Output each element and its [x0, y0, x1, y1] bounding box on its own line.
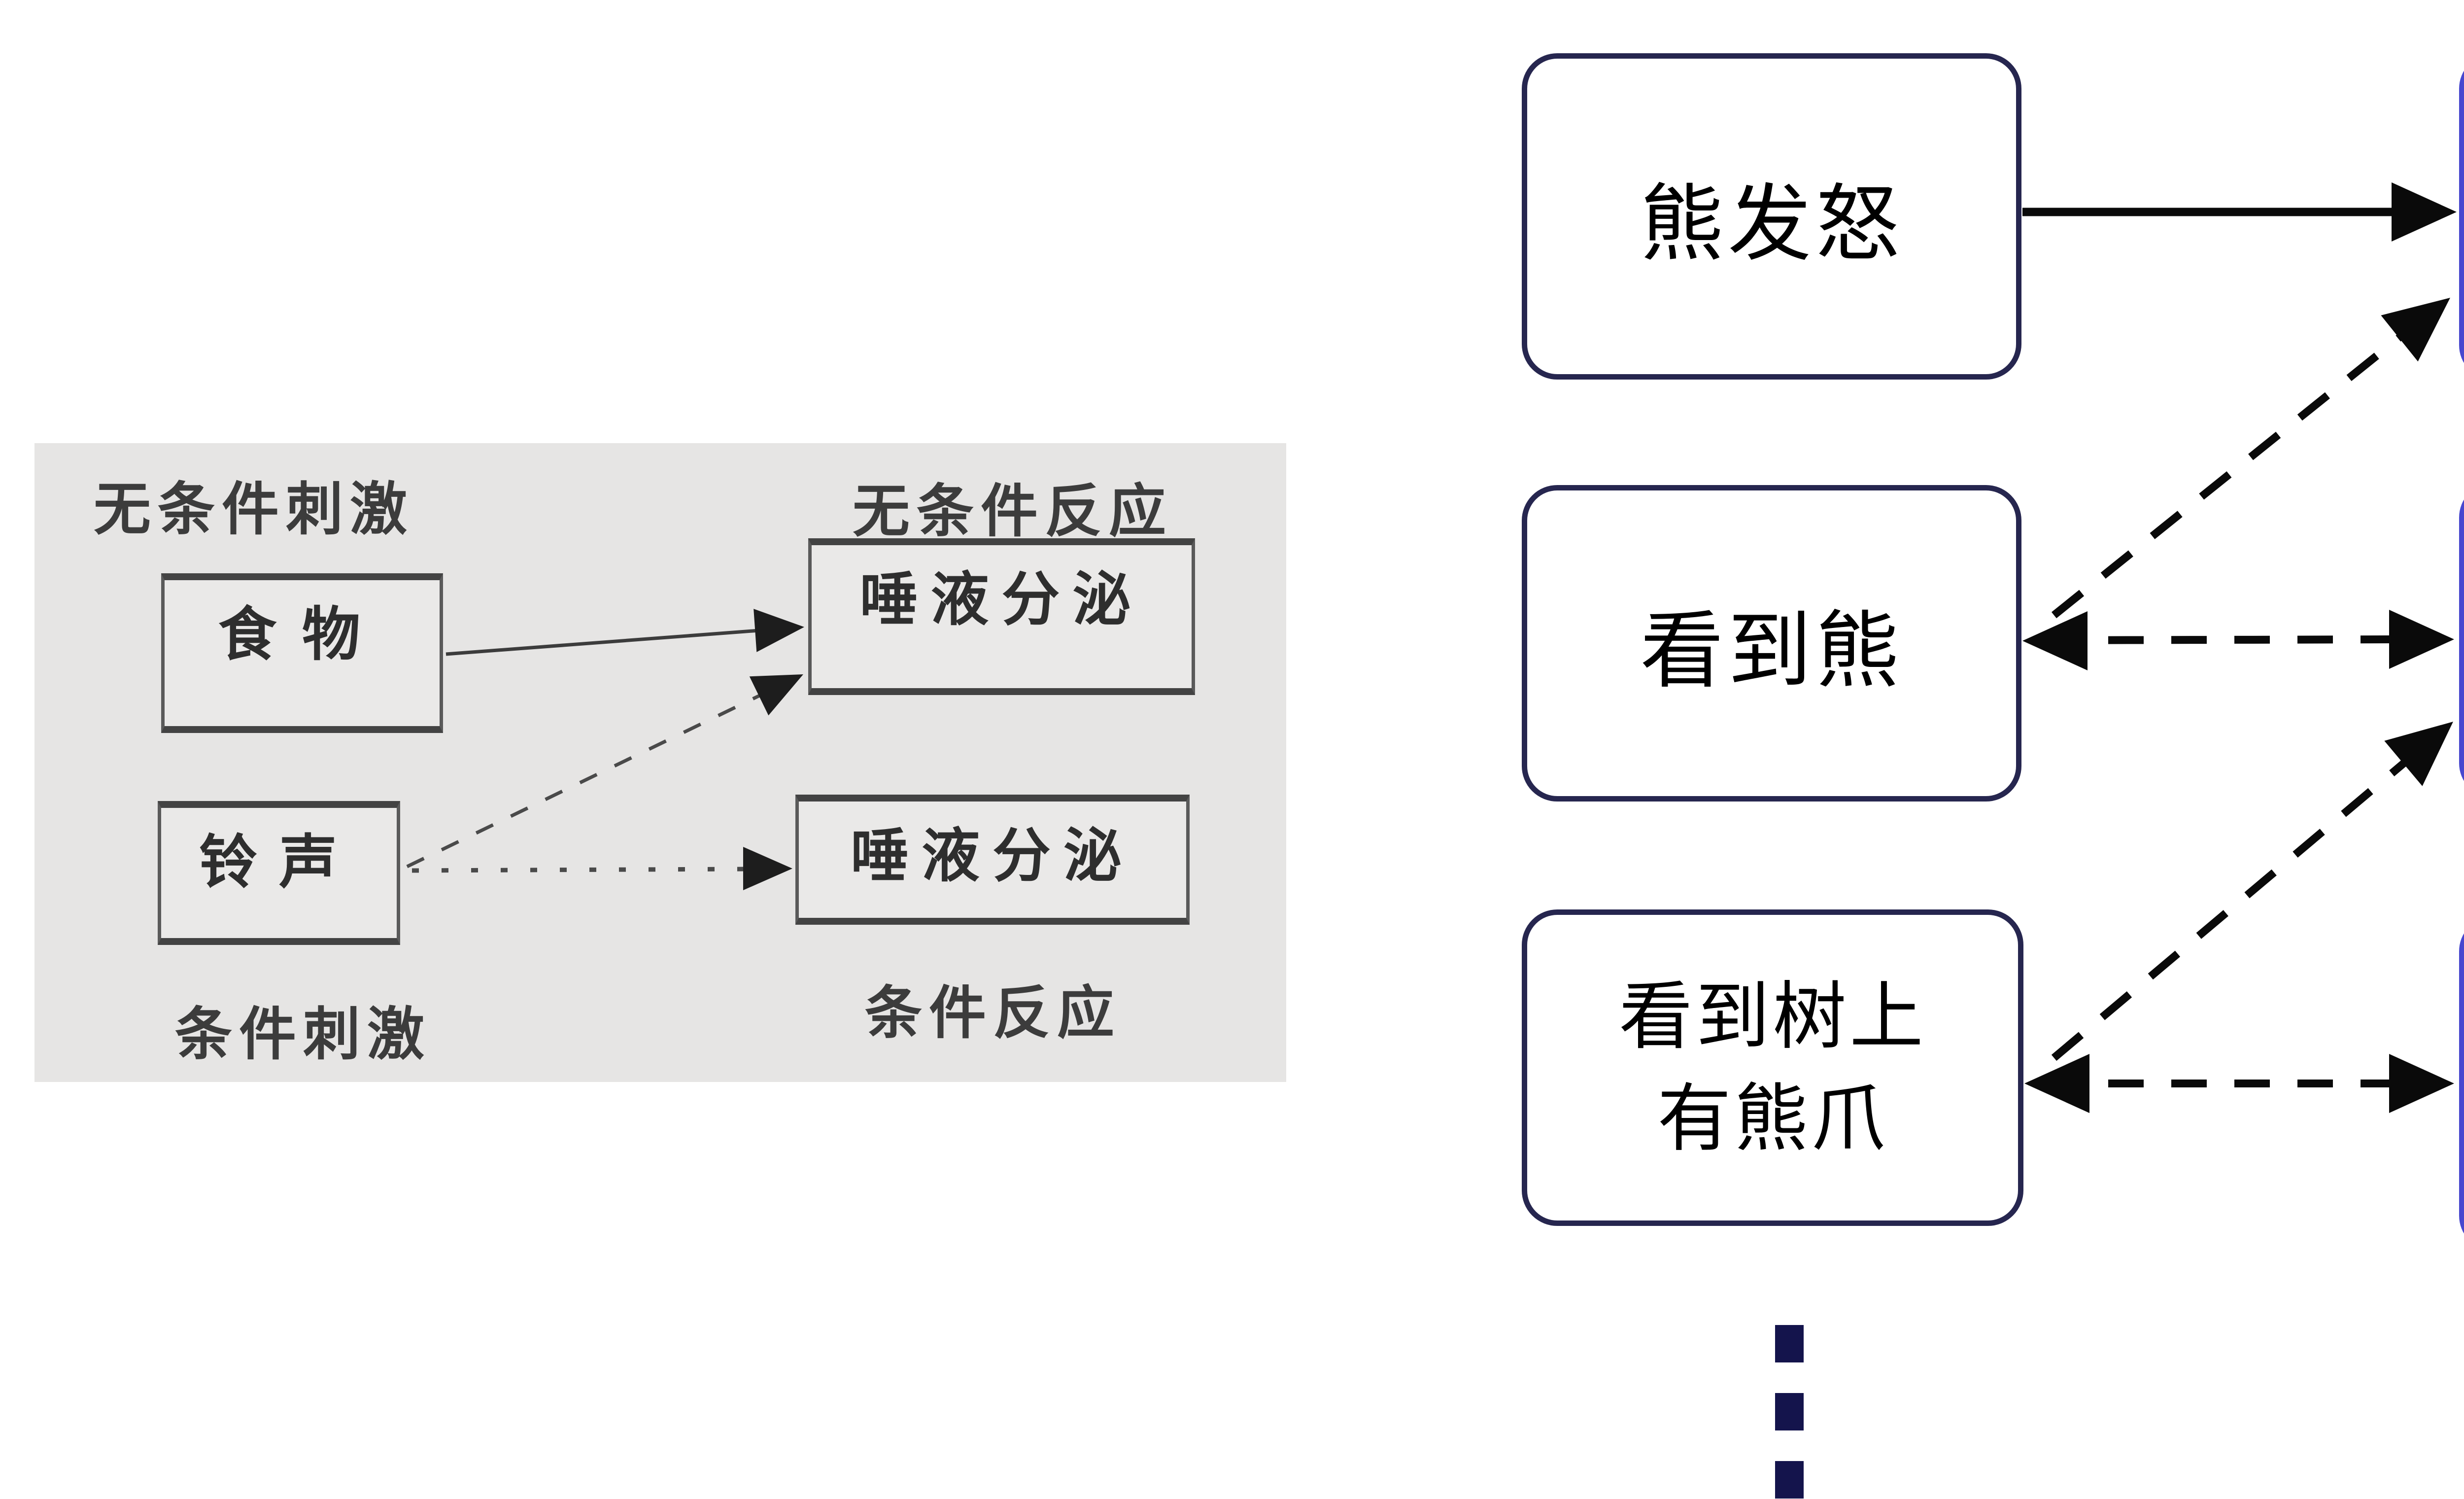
box-food-label: 食物: [218, 602, 386, 667]
ellipsis-left-dot: [1775, 1325, 1804, 1362]
bell-to-salivation-bottom-arrowhead: [743, 847, 792, 890]
ellipsis-left-dot: [1775, 1393, 1804, 1430]
label-conditioned-response: 条件反应: [865, 981, 1121, 1045]
ellipsis-left-dot: [1775, 1461, 1804, 1499]
box-bell-label: 铃声: [199, 830, 359, 895]
box-salivation-bottom-label: 唾液分泌: [850, 824, 1134, 889]
see-bear-reward-arrowhead-top: [2381, 298, 2450, 362]
see-claw-value-next-dashed-line: [2051, 739, 2431, 1061]
node-see-claw-marks: 看到树上 有熊爪: [1522, 909, 2023, 1226]
node-see-claw-marks-label: 看到树上 有熊爪: [1618, 975, 1926, 1160]
node-see-bear: 看到熊: [1522, 485, 2021, 802]
see-bear-reward-dashed-line: [2051, 313, 2429, 619]
node-see-bear-label: 看到熊: [1640, 604, 1903, 698]
bell-to-salivation-top-arrowhead: [749, 674, 803, 716]
bell-to-salivation-top-dashed-line: [406, 690, 768, 869]
bell-to-salivation-bottom-dotted-line: [411, 867, 748, 873]
node-bear-angry: 熊发怒: [1522, 53, 2021, 380]
box-food: 食物: [161, 573, 443, 733]
label-conditioned-stimulus: 条件刺激: [175, 1002, 431, 1066]
see-bear-to-value-next-dashed-line: [2045, 635, 2401, 644]
box-bell: 铃声: [158, 801, 400, 945]
label-unconditioned-stimulus: 无条件刺激: [94, 477, 414, 541]
food-to-salivation-arrowhead: [753, 609, 804, 652]
box-salivation-top-label: 唾液分泌: [859, 567, 1144, 632]
see-claw-to-value-current-arrowhead: [2389, 1054, 2454, 1113]
box-salivation-top: 唾液分泌: [808, 538, 1195, 695]
food-to-salivation-arrow-line: [445, 628, 759, 656]
box-salivation-bottom: 唾液分泌: [795, 795, 1190, 925]
node-bear-angry-label: 熊发怒: [1640, 177, 1903, 271]
see-claw-value-next-arrowhead-top: [2384, 722, 2453, 786]
classical-conditioning-panel: 无条件刺激 无条件反应 条件刺激 条件反应 食物 唾液分泌 铃声 唾液分泌: [34, 443, 1286, 1082]
bear-angry-to-reward-arrowhead: [2392, 182, 2457, 242]
ellipsis-left-column: [1775, 1325, 1804, 1499]
label-unconditioned-response: 无条件反应: [853, 479, 1173, 543]
see-bear-to-value-next-arrowhead: [2389, 610, 2454, 669]
